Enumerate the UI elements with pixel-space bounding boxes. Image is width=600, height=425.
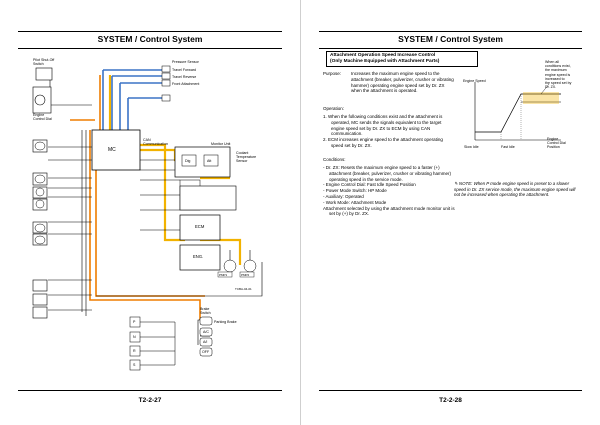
brake-switch-label: Brake Switch xyxy=(200,307,211,315)
right-page-number: T2-2-28 xyxy=(319,390,582,404)
eng-label: ENG. xyxy=(193,254,204,259)
conditions-heading: Conditions: xyxy=(323,157,346,162)
operation-heading: Operation: xyxy=(323,106,345,111)
figure-code-label: TCBA-04-01 xyxy=(235,287,252,291)
dig-label: Dig xyxy=(185,159,191,163)
monitor-unit-label: Monitor Unit xyxy=(211,142,231,146)
graph-y-label: Engine Speed xyxy=(463,79,486,83)
note-block: ✎ NOTE: When P mode engine speed is pres… xyxy=(454,181,580,198)
graph-fast-idle-label: Fast Idle xyxy=(501,145,515,149)
travel-reverse-label: Travel Reverse xyxy=(172,75,197,79)
operation-item: 2. ECM increases engine speed to the att… xyxy=(323,137,443,148)
n-key-label: N xyxy=(133,335,136,339)
ac-label: A/C xyxy=(203,330,209,334)
right-page-header: SYSTEM / Control System xyxy=(319,31,582,49)
condition-item: Attachment selected by using the attachm… xyxy=(323,205,455,217)
graph-slow-idle-label: Slow Idle xyxy=(464,145,479,149)
coolant-sensor-label: Coolant Temperature Sensor xyxy=(236,151,257,163)
auto-label: A/I xyxy=(203,340,208,344)
operation-item: 1. When the following conditions exist a… xyxy=(323,114,443,137)
mc-label: MC xyxy=(108,147,116,153)
note-text: When P mode engine speed is preset to a … xyxy=(454,181,576,198)
r-key-label: R xyxy=(133,349,136,353)
can-communication-label: CAN Communication xyxy=(143,138,168,146)
att-label: Att xyxy=(207,159,212,163)
mc-box xyxy=(91,129,141,171)
conditions-list: - Dr. ZX: Resets the maximum engine spee… xyxy=(323,165,455,217)
pump2-label: PMP2 xyxy=(241,273,250,277)
s-key-label: S xyxy=(133,363,136,367)
control-system-diagram xyxy=(32,65,263,371)
pressure-sensor-label: Pressure Sensor xyxy=(172,60,199,64)
parking-brake-label: Parking Brake xyxy=(214,320,237,324)
p-key-label: P xyxy=(133,320,136,324)
section-title: Attachment Operation Speed Increase Cont… xyxy=(326,51,478,67)
purpose-label: Purpose: xyxy=(323,71,342,76)
left-page: SYSTEM / Control System xyxy=(18,31,282,404)
engine-control-dial-label: Engine Control Dial xyxy=(33,113,52,121)
travel-forward-label: Travel Forward xyxy=(172,68,197,72)
graph-x-axis-label: Engine Control Dial Position xyxy=(547,137,566,150)
right-page: SYSTEM / Control System Attachment Opera… xyxy=(300,0,600,425)
purpose-text: Increases the maximum engine speed to th… xyxy=(351,71,454,94)
condition-item: - Engine Control Dial: Fast Idle Speed P… xyxy=(323,182,416,188)
note-icon: ✎ xyxy=(454,181,458,186)
condition-item: - Power Mode Switch: HP Mode xyxy=(323,188,387,194)
left-page-number: T2-2-27 xyxy=(18,390,282,404)
condition-item: - Dr. ZX: Resets the maximum engine spee… xyxy=(323,165,452,182)
engine-speed-graph xyxy=(474,82,561,141)
condition-item: - Work Mode: Attachment Mode xyxy=(323,199,387,205)
note-label: NOTE: xyxy=(458,181,473,186)
left-page-header: SYSTEM / Control System xyxy=(18,31,282,49)
graph-annotation: When all conditions exist, the maximum e… xyxy=(545,60,572,90)
ecm-label: ECM xyxy=(195,224,205,229)
front-attachment-label: Front Attachment xyxy=(172,82,200,86)
condition-item: - Auxiliary: Operated xyxy=(323,193,364,199)
pump1-label: PMP1 xyxy=(219,273,228,277)
operation-list: 1. When the following conditions exist a… xyxy=(323,114,453,149)
off-label: OFF xyxy=(202,350,210,354)
pilot-shutoff-label: Pilot Shut-Off Switch xyxy=(33,58,55,66)
